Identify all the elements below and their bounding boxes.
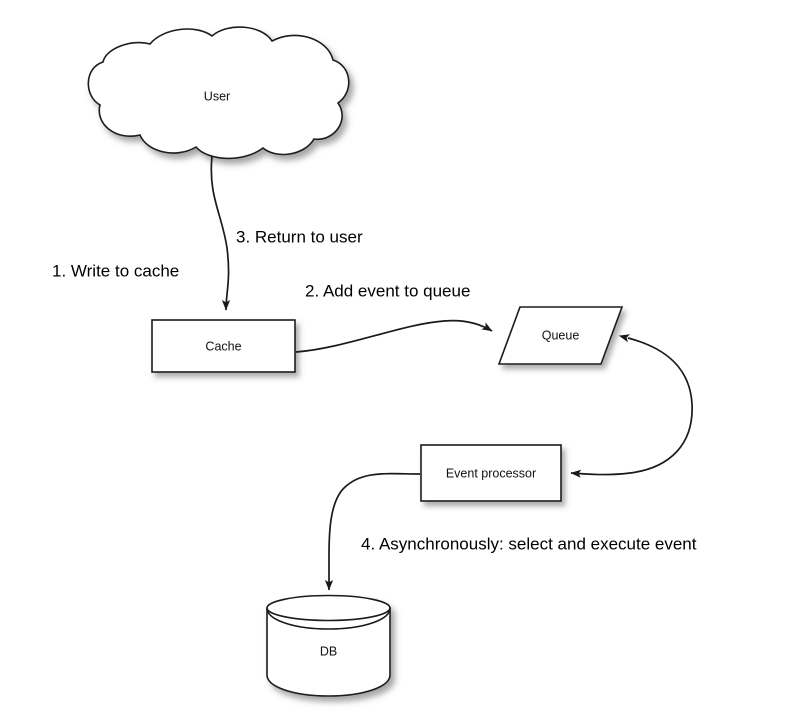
step-label-2: 2. Add event to queue [305,281,470,300]
step-label-4: 4. Asynchronously: select and execute ev… [361,534,697,553]
node-user-label: User [204,89,230,103]
node-user[interactable]: User [87,26,350,160]
edge-queue-event-processor [570,334,693,478]
node-db-label: DB [320,644,337,658]
node-cache-label: Cache [205,339,241,353]
node-event-processor-label: Event processor [446,466,536,480]
edge-event-processor-to-db [324,472,421,591]
step-label-3: 3. Return to user [236,227,363,246]
node-queue[interactable]: Queue [497,306,624,365]
step-label-1: 1. Write to cache [52,261,179,280]
node-cache[interactable]: Cache [151,319,296,373]
edge-user-to-cache [210,155,231,311]
node-queue-label: Queue [542,328,580,342]
node-event-processor[interactable]: Event processor [420,444,562,502]
node-db[interactable]: DB [266,594,391,697]
edge-cache-to-queue [295,319,493,353]
